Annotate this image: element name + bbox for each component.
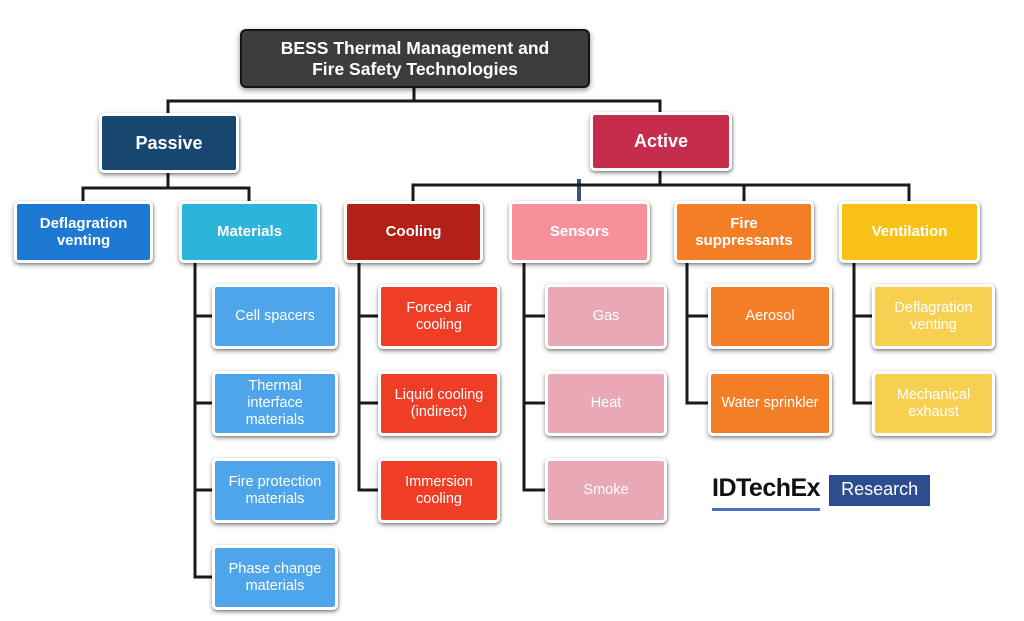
mechanical-exhaust-node: Mechanical exhaust [872,371,995,436]
materials-node: Materials [179,201,320,263]
cell-spacers-node: Cell spacers [212,284,338,349]
passive-node: Passive [99,113,239,173]
cooling-node: Cooling [344,201,483,263]
fire-suppressants-node: Fire suppressants [674,201,814,263]
connector-sensors [522,261,547,492]
aerosol-node: Aerosol [708,284,832,349]
smoke-sensor-node: Smoke [545,458,667,523]
ventilation-node: Ventilation [839,201,980,263]
thermal-interface-materials-node: Thermal interface materials [212,371,338,436]
deflagration-venting-node: Deflagration venting [14,201,153,263]
connector-ventilation [852,261,874,405]
root-node: BESS Thermal Management and Fire Safety … [240,29,590,88]
phase-change-materials-node: Phase change materials [212,545,338,610]
connector-root [166,86,662,116]
fire-protection-materials-node: Fire protection materials [212,458,338,523]
heat-sensor-node: Heat [545,371,667,436]
connector-materials [193,261,214,579]
liquid-cooling-node: Liquid cooling (indirect) [378,371,500,436]
immersion-cooling-node: Immersion cooling [378,458,500,523]
active-node: Active [590,112,732,171]
connector-cooling [357,261,380,492]
idtechex-logo-research-badge: Research [829,475,931,506]
connector-fire-suppressants [685,261,710,405]
forced-air-cooling-node: Forced air cooling [378,284,500,349]
connector-active [411,169,911,204]
connector-passive [81,171,251,204]
idtechex-logo-brand: IDTechEx [712,474,821,511]
ventilation-deflagration-venting-node: Deflagration venting [872,284,995,349]
gas-sensor-node: Gas [545,284,667,349]
water-sprinkler-node: Water sprinkler [708,371,832,436]
idtechex-logo: IDTechEx Research [712,474,931,511]
sensors-node: Sensors [509,201,650,263]
